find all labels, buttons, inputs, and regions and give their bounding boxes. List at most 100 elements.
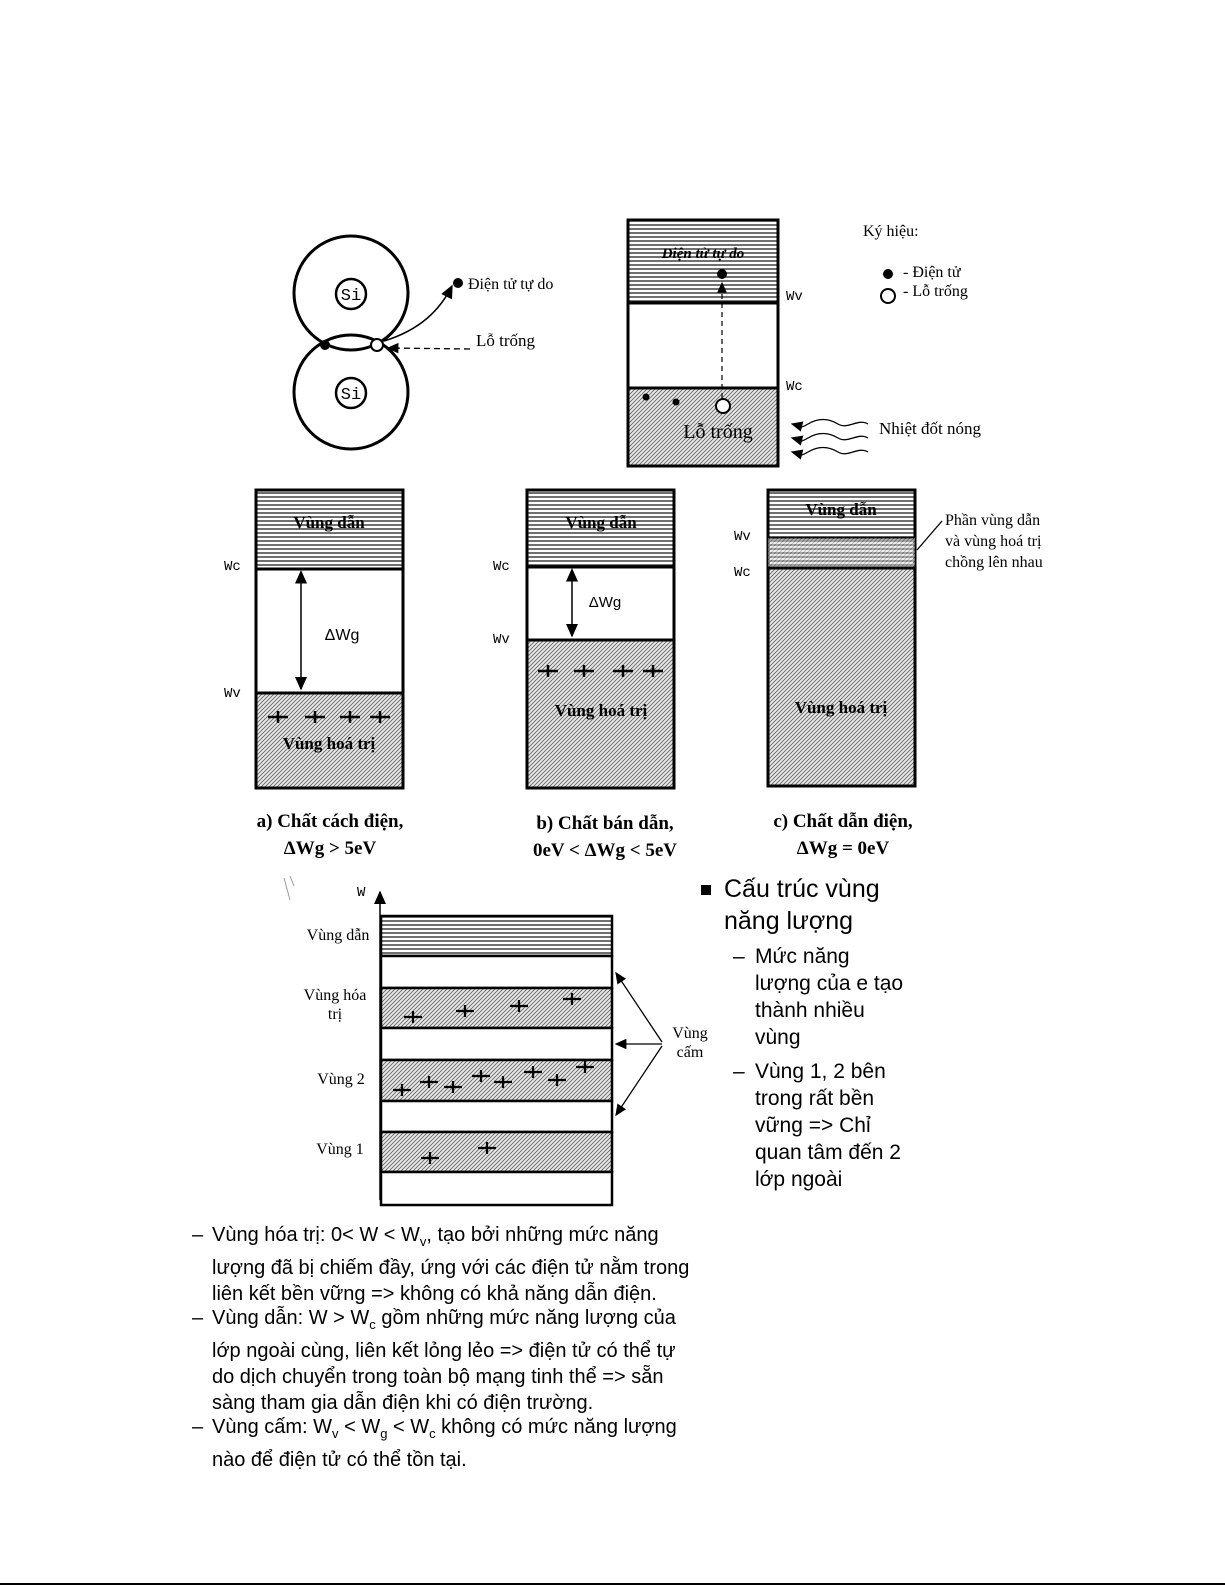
p3-sub: c — [429, 1426, 436, 1441]
band-c-wv: Wv — [734, 529, 751, 545]
level-band1 — [379, 1130, 614, 1174]
bond-electron — [320, 340, 330, 350]
si-bottom-core — [334, 376, 368, 410]
si-top-label: Si — [341, 287, 361, 306]
band-b-valence: Vùng hoá trị — [555, 701, 648, 720]
created-hole — [715, 398, 731, 414]
paragraph-valence: – Vùng hóa trị: 0< W < Wv, tạo bởi những… — [192, 1224, 690, 1305]
bullet-square-icon — [701, 885, 711, 895]
bullet-item-2-line: vững => Chỉ — [755, 1114, 871, 1137]
band-b-wc: Wc — [493, 559, 510, 575]
legend-electron-label: - Điện tử — [903, 264, 962, 281]
level-valence-label-1: Vùng hóa — [304, 987, 367, 1004]
band-b-conduction: Vùng dẫn — [565, 513, 637, 532]
forbidden-label-1: Vùng — [672, 1025, 708, 1042]
band-diagram-semiconductor: Vùng dẫn Vùng hoá trị ΔWg Wc Wv — [493, 488, 676, 790]
axis-w-label: W — [357, 885, 366, 901]
p1-line: liên kết bền vững => không có khả năng d… — [212, 1283, 657, 1305]
caption-b-line1: b) Chất bán dẫn, — [536, 813, 674, 834]
band-a-conduction: Vùng dẫn — [293, 513, 365, 532]
bullet-dash-1: – — [733, 945, 745, 968]
bullet-item-2-line: Vùng 1, 2 bên — [755, 1060, 886, 1083]
p2-text: Vùng dẫn: W > W — [212, 1307, 370, 1329]
forbidden-label-2: cấm — [677, 1044, 704, 1061]
bullet-item-1-line: Mức năng — [755, 945, 850, 968]
band-diagram-conductor: Vùng dẫn Vùng hoá trị Wv Wc Phần vùng dẫ… — [734, 488, 1043, 788]
caption-a-line2: ΔWg > 5eV — [283, 838, 377, 859]
band-c-overlap-3: chồng lên nhau — [945, 554, 1043, 571]
free-electron-band-label: Điện tử tự do — [661, 246, 745, 262]
band-c-wc: Wc — [734, 565, 751, 581]
free-electron-dot — [453, 278, 463, 288]
bullet-dash-2: – — [733, 1060, 745, 1083]
bond-hole — [370, 338, 384, 352]
p2-line: do dịch chuyển trong toàn bộ mạng tinh t… — [212, 1366, 664, 1388]
caption-b-line2: 0eV < ΔWg < 5eV — [532, 840, 678, 861]
hole-pointer — [386, 342, 471, 354]
band-diagram-insulator: Vùng dẫn Vùng hoá trị ΔWg Wc Wv — [224, 488, 405, 790]
p3-sub: v — [332, 1426, 339, 1441]
caption-a-line1: a) Chất cách điện, — [256, 811, 404, 832]
level-band1-label: Vùng 1 — [316, 1141, 364, 1158]
p3-text: Vùng cấm: W — [212, 1416, 333, 1438]
level-carriers — [393, 993, 594, 1164]
bullet-item-1-line: thành nhiều — [755, 999, 865, 1022]
bullet-title: Cấu trúc vùng năng lượng — [724, 873, 880, 937]
band-a-wc: Wc — [224, 559, 241, 575]
band-c-conduction: Vùng dẫn — [805, 500, 877, 519]
caption-b: b) Chất bán dẫn, 0eV < ΔWg < 5eV — [500, 810, 710, 864]
page-bottom-rule — [0, 1583, 1225, 1585]
paragraph-conduction: – Vùng dẫn: W > Wc gồm những mức năng lư… — [192, 1307, 676, 1414]
free-electron-label: Điện tử tự do — [468, 276, 553, 293]
p1-sub: v — [419, 1234, 427, 1249]
energy-levels-figure: W Vùng dẫn Vùng hóa trị Vùng 2 Vùng 1 Vù… — [283, 875, 708, 1207]
legend-electron-dot — [883, 269, 893, 279]
band-a-valence: Vùng hoá trị — [283, 734, 376, 753]
caption-c-line2: ΔWg = 0eV — [796, 838, 890, 859]
band-c-overlap-2: và vùng hoá trị — [945, 533, 1042, 550]
si-top-core — [334, 277, 368, 311]
band-b-gap: ΔWg — [589, 594, 622, 611]
excited-electron — [717, 269, 727, 279]
bullet-item-2-line: quan tâm đến 2 — [755, 1141, 901, 1164]
fig2-wv: Wv — [786, 289, 803, 305]
caption-c-line1: c) Chất dẫn điện, — [773, 811, 913, 832]
p2-text: gồm những mức năng lượng của — [375, 1307, 676, 1329]
si-bond-figure: Si Si Điện tử tự do Lỗ trống — [292, 234, 553, 451]
bullet-title-line2: năng lượng — [724, 907, 854, 935]
p2-line: lớp ngoài cùng, liên kết lỏng lẻo => điệ… — [212, 1340, 676, 1362]
si-bottom-orbit — [292, 333, 410, 451]
bullet-item-1-line: vùng — [755, 1026, 801, 1049]
level-valence-label-2: trị — [328, 1006, 343, 1023]
p3-sub: g — [380, 1426, 388, 1441]
band-a-wv: Wv — [224, 686, 241, 702]
p3-text: không có mức năng lượng — [435, 1416, 677, 1438]
si-top-orbit — [292, 234, 410, 352]
level-conduction — [379, 914, 614, 958]
forbidden-arrows — [614, 971, 663, 1117]
fig2-wc: Wc — [786, 379, 803, 395]
bullet-item-2: Vùng 1, 2 bên trong rất bền vững => Chỉ … — [755, 1058, 901, 1193]
p2-sub: c — [369, 1317, 376, 1332]
bullet-title-line1: Cấu trúc vùng — [724, 875, 880, 903]
caption-c: c) Chất dẫn điện, ΔWg = 0eV — [748, 808, 938, 862]
level-band2-label: Vùng 2 — [317, 1071, 365, 1088]
p1-line: lượng đã bị chiếm đầy, ứng với các điện … — [212, 1257, 690, 1279]
p3-text: < W — [338, 1416, 381, 1438]
p3-line: nào để điện tử có thể tồn tại. — [212, 1449, 467, 1471]
band-b-wv: Wv — [493, 632, 510, 648]
p1-text: , tạo bởi những mức năng — [426, 1224, 659, 1246]
bullet-item-2-line: trong rất bền — [755, 1087, 875, 1110]
legend-hole-label: - Lỗ trống — [903, 283, 968, 300]
bullet-item-1-line: lượng của e tạo — [755, 972, 904, 995]
electron-escape-arrow — [383, 284, 453, 342]
bullet-item-2-line: lớp ngoài — [755, 1168, 843, 1191]
level-band2 — [379, 1058, 614, 1103]
band-b-carriers — [538, 665, 663, 677]
heat-waves — [790, 418, 869, 460]
level-conduction-label: Vùng dẫn — [307, 927, 370, 944]
si-bottom-label: Si — [341, 386, 361, 405]
band-a-carriers — [268, 711, 390, 723]
thermal-excitation-figure: Điện tử tự do Lỗ trống Wv Wc Nhiệt đốt n… — [626, 218, 981, 468]
